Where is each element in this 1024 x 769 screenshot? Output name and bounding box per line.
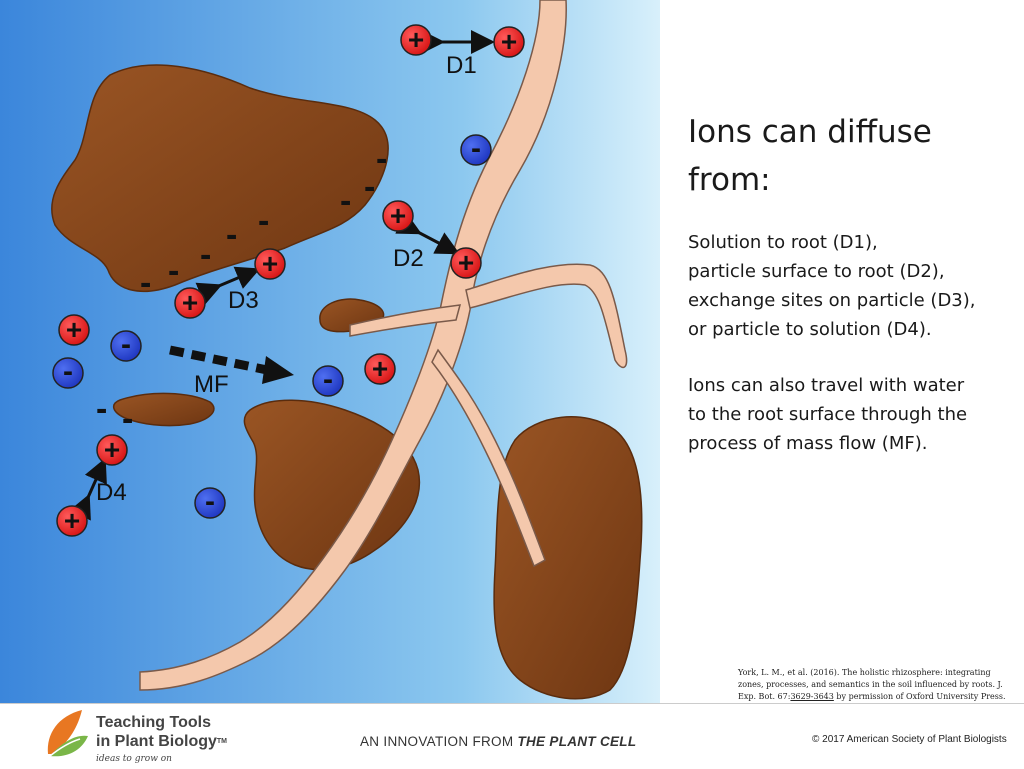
svg-text:-: - [121,328,131,361]
citation: York, L. M., et al. (2016). The holistic… [738,667,1018,703]
footer: Teaching Tools in Plant BiologyTM ideas … [0,703,1024,769]
svg-text:-: - [140,264,151,302]
d2-arrow [395,212,460,255]
tagline: ideas to grow on [96,754,172,764]
svg-text:-: - [96,390,107,428]
citation-link[interactable]: 3629-3643 [790,692,834,701]
innovation-prefix: AN INNOVATION FROM [360,734,518,749]
label-d3: D3 [228,287,259,314]
particle-negative-charges: - - - - - - - - - - [96,140,387,438]
heading-line-2: from: [688,162,771,198]
svg-text:+: + [390,200,406,231]
svg-text:-: - [364,168,375,206]
svg-text:-: - [200,236,211,274]
diffusion-line: particle surface to root (D2), [688,261,945,282]
ion-movement-diagram: - - - - - - - - - - + + + + + + + + + + … [0,0,660,703]
svg-text:-: - [376,140,387,178]
svg-text:+: + [66,314,82,345]
label-mf: MF [194,371,229,398]
journal-name: THE PLANT CELL [517,734,637,749]
anion-left-1: - [110,328,142,362]
svg-text:-: - [63,355,73,388]
mass-flow-paragraph: Ions can also travel with water to the r… [688,371,1008,458]
svg-text:-: - [323,363,333,396]
anion-left-2: - [52,355,84,389]
soil-particle-left [113,392,215,427]
copyright: © 2017 American Society of Plant Biologi… [812,734,1007,745]
mass-flow-line: process of mass flow (MF). [688,433,928,454]
brand-name-line-1: Teaching Tools [96,714,211,731]
mass-flow-line: to the root surface through the [688,404,968,425]
svg-text:+: + [501,26,517,57]
label-d1: D1 [446,52,477,79]
brand-name-line-2: in Plant BiologyTM [96,732,227,751]
cation-d2-surface: + [382,200,414,232]
slide-heading: Ions can diffuse from: [688,108,1008,204]
anion-top: - [460,132,492,166]
mass-flow-line: Ions can also travel with water [688,375,965,396]
svg-text:+: + [458,247,474,278]
innovation-credit: AN INNOVATION FROM THE PLANT CELL [360,734,636,749]
diffusion-line: or particle to solution (D4). [688,319,932,340]
mf-arrow [169,345,294,384]
svg-text:-: - [340,182,351,220]
leaf-logo-icon [47,710,88,757]
brand: Teaching Tools in Plant BiologyTM ideas … [96,713,227,764]
root [139,0,628,691]
trademark: TM [216,738,227,745]
brand-name-line-2-text: in Plant Biology [96,733,217,750]
svg-text:+: + [262,248,278,279]
diffusion-line: Solution to root (D1), [688,232,878,253]
soil-particle-center [243,399,421,571]
label-d2: D2 [393,245,424,272]
svg-text:-: - [471,132,481,165]
svg-text:+: + [182,287,198,318]
diffusion-paragraph: Solution to root (D1), particle surface … [688,228,1008,344]
cation-d1-right: + [493,26,525,58]
cation-ions: + + + + + + + + + + [56,24,525,537]
text-panel: Ions can diffuse from: Solution to root … [688,108,1008,485]
cation-d1-left: + [400,24,432,56]
cation-d4-surface: + [96,434,128,466]
d4-arrow [68,457,107,521]
root-branch-right [465,263,628,369]
cation-d3-lower: + [174,287,206,319]
root-branch-lower [431,348,546,568]
cation-d3-upper: + [254,248,286,280]
soil-particle-right [493,416,643,700]
anion-mf: - [312,363,344,397]
svg-text:+: + [104,434,120,465]
cation-d4-solution: + [56,505,88,537]
svg-text:-: - [168,252,179,290]
citation-suffix: by permission of Oxford University Press… [833,692,1006,701]
label-d4: D4 [96,479,127,506]
svg-text:-: - [122,400,133,438]
citation-text: York, L. M., et al. (2016). The holistic… [738,668,1003,701]
cation-solution-left: + [58,314,90,346]
svg-text:-: - [226,216,237,254]
anion-bottom: - [194,485,226,519]
diffusion-line: exchange sites on particle (D3), [688,290,976,311]
heading-line-1: Ions can diffuse [688,114,932,150]
d3-arrow [195,266,261,305]
svg-text:+: + [408,24,424,55]
anion-ions: - - - - - [52,132,492,519]
root-branch-left [349,304,462,337]
svg-text:+: + [372,353,388,384]
cation-d2-root: + [450,247,482,279]
svg-text:-: - [258,202,269,240]
cation-mf: + [364,353,396,385]
svg-text:-: - [205,485,215,518]
svg-text:+: + [64,505,80,536]
